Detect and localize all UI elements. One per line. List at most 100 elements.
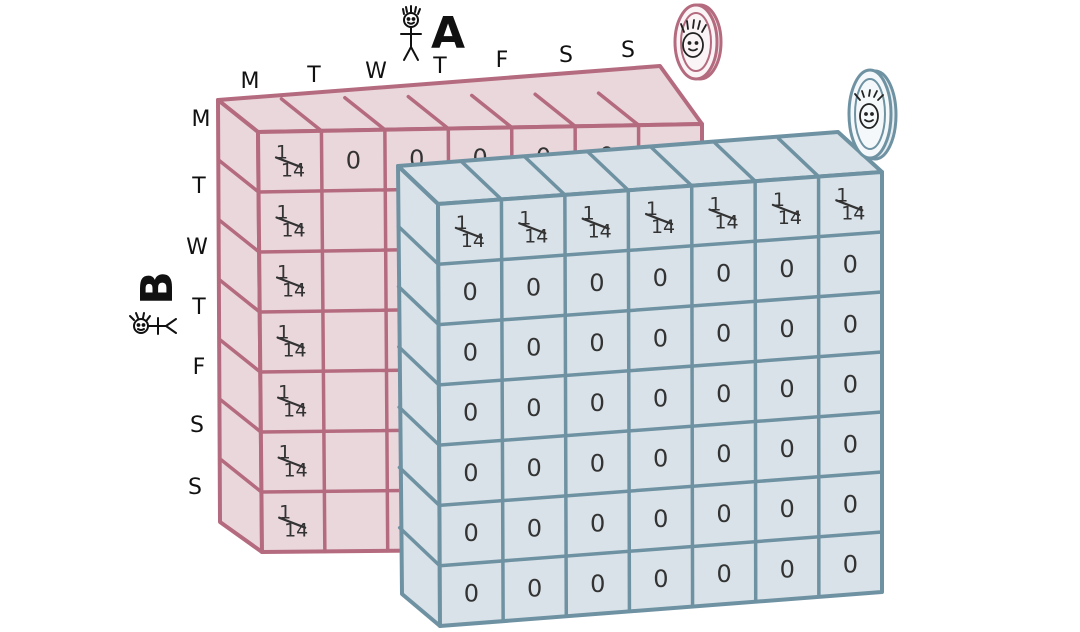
- cell-value-zero: 0: [346, 146, 361, 174]
- person-a: A: [400, 5, 465, 61]
- fraction-denominator: 14: [524, 225, 548, 247]
- cell-value-fraction: 114: [276, 322, 307, 362]
- cell-value-fraction: 114: [454, 212, 485, 252]
- side-face-line: [219, 458, 264, 494]
- cell-value-fraction: 114: [581, 203, 612, 243]
- cell-value-fraction: 114: [275, 201, 306, 241]
- top-face-line: [406, 94, 451, 131]
- person-b-label: B: [132, 271, 183, 305]
- cell-value-zero: 0: [463, 399, 478, 427]
- fraction-denominator: 14: [284, 520, 308, 542]
- top-day-label: S: [621, 38, 635, 63]
- cell-value-zero: 0: [590, 570, 605, 598]
- cell-value-zero: 0: [716, 440, 731, 468]
- fraction-denominator: 14: [281, 219, 305, 241]
- cell-value-fraction: 114: [278, 502, 308, 542]
- grid-column-line: [319, 129, 327, 554]
- pink-coin-icon: [673, 3, 723, 81]
- fraction-bar: [275, 276, 305, 289]
- cell-value-fraction: 114: [518, 207, 548, 247]
- blue-coin-icon: [847, 68, 898, 161]
- fraction-bar: [518, 222, 547, 235]
- grid-column-line: [689, 183, 695, 609]
- side-face-line: [217, 278, 262, 314]
- cell-value-zero: 0: [843, 310, 858, 338]
- cell-value-fraction: 114: [275, 262, 306, 302]
- fraction-bar: [581, 217, 610, 230]
- cell-value-zero: 0: [653, 565, 668, 593]
- fraction-denominator: 14: [282, 340, 306, 362]
- left-day-label: T: [191, 295, 206, 320]
- fraction-bar: [771, 203, 800, 216]
- cell-value-zero: 0: [653, 385, 668, 413]
- cell-value-zero: 0: [527, 514, 542, 542]
- cell-value-fraction: 114: [274, 141, 305, 181]
- cell-value-fraction: 114: [644, 198, 675, 238]
- cell-value-zero: 0: [463, 459, 478, 487]
- cell-value-zero: 0: [779, 255, 794, 283]
- fraction-bar: [276, 336, 305, 349]
- top-face-line: [533, 92, 577, 129]
- cell-value-zero: 0: [463, 338, 478, 366]
- side-face-line: [396, 224, 441, 267]
- fraction-bar: [277, 456, 306, 469]
- grid-column-line: [499, 197, 505, 623]
- cell-value-fraction: 114: [277, 382, 307, 422]
- blue-grid-cell-values: 114 114 114 114 114 114 114 0 0 0 0 0 0 0 0 0 0 0 0 0 0 0 0 0 0 0…: [454, 184, 865, 607]
- person-a-label: A: [431, 8, 465, 59]
- side-face-line: [397, 345, 441, 387]
- fraction-bar: [275, 216, 304, 229]
- side-face-line: [397, 525, 442, 568]
- top-day-label: T: [306, 63, 321, 88]
- cell-value-zero: 0: [653, 324, 668, 352]
- top-day-label: W: [365, 59, 387, 84]
- side-face-line: [397, 465, 442, 508]
- left-day-label: T: [191, 174, 206, 199]
- side-face-line: [216, 158, 261, 194]
- side-face-line: [217, 218, 261, 254]
- cell-value-zero: 0: [653, 445, 668, 473]
- stick-figure-a-icon: [400, 5, 422, 61]
- top-face-line: [343, 95, 387, 132]
- cell-value-zero: 0: [589, 329, 604, 357]
- left-day-label: S: [188, 475, 202, 500]
- left-day-label: F: [193, 355, 206, 380]
- cell-value-zero: 0: [527, 454, 542, 482]
- left-day-label: W: [186, 235, 208, 260]
- top-day-label: T: [432, 54, 447, 79]
- cell-value-zero: 0: [843, 550, 858, 578]
- top-day-label: M: [241, 69, 260, 94]
- fraction-denominator: 14: [778, 207, 802, 229]
- grid-row-line: [437, 530, 884, 568]
- cell-value-fraction: 114: [835, 184, 865, 224]
- fraction-bar: [454, 226, 483, 239]
- grid-row-line: [436, 290, 884, 327]
- grid-row-line: [436, 230, 884, 267]
- left-day-label: S: [190, 413, 204, 438]
- blue-grid-cell-lines: [396, 136, 884, 623]
- cell-value-zero: 0: [779, 375, 794, 403]
- fraction-bar: [274, 156, 304, 169]
- pink-grid-top-face: [216, 64, 704, 134]
- cell-value-zero: 0: [526, 394, 541, 422]
- grid-row-line: [437, 410, 884, 447]
- cell-value-zero: 0: [462, 278, 477, 306]
- stick-figure-b-icon: [129, 312, 177, 335]
- fraction-bar: [278, 516, 307, 529]
- cell-value-zero: 0: [843, 430, 858, 458]
- cell-value-zero: 0: [653, 264, 668, 292]
- cell-value-zero: 0: [526, 334, 541, 362]
- grid-row-line: [437, 470, 884, 508]
- cell-value-zero: 0: [589, 269, 604, 297]
- fraction-denominator: 14: [282, 280, 306, 302]
- grid-column-line: [563, 193, 569, 619]
- cell-value-fraction: 114: [708, 193, 739, 233]
- fraction-denominator: 14: [284, 460, 308, 482]
- side-face-line: [397, 405, 441, 447]
- cell-value-fraction: 114: [771, 189, 802, 229]
- fraction-bar: [277, 396, 306, 409]
- top-face-line: [649, 145, 694, 188]
- cell-value-zero: 0: [590, 449, 605, 477]
